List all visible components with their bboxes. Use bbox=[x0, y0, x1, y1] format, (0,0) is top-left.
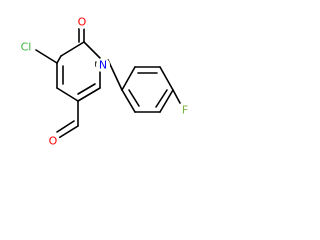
ring-carbonyl bbox=[78, 26, 85, 43]
fluorine-label: F bbox=[182, 104, 188, 117]
nitrogen-label: N bbox=[99, 59, 107, 72]
bond-ar4 bbox=[159, 89, 174, 113]
bond-c5-c6 bbox=[60, 41, 85, 57]
bond-ar3 bbox=[159, 66, 174, 91]
bond-c5-cl bbox=[35, 49, 58, 64]
bond-ar4-double bbox=[155, 89, 168, 108]
bond-c6-n1 bbox=[83, 41, 101, 59]
bond-c2-c3 bbox=[77, 87, 101, 102]
bond-c5-top bbox=[56, 55, 62, 64]
bond-ar6 bbox=[121, 89, 136, 113]
bond-ar6-double bbox=[128, 89, 140, 107]
bond-n-ch2 bbox=[107, 59, 123, 91]
bond-cho-o-double bbox=[56, 120, 75, 133]
bond-ar1 bbox=[121, 66, 136, 91]
bond-c2-c3-double bbox=[77, 83, 96, 95]
bond-c-f bbox=[172, 89, 181, 104]
bond-c3-c4 bbox=[56, 87, 79, 102]
fluorophenyl-ring bbox=[121, 66, 174, 113]
bond-cho-o bbox=[56, 125, 79, 140]
atom-labels: Cl O N F O bbox=[17, 15, 192, 148]
aldehyde-group bbox=[56, 100, 79, 140]
pyridinone-ring bbox=[56, 41, 101, 102]
ring-oxygen-label: O bbox=[78, 16, 87, 29]
chlorine-label: Cl bbox=[21, 41, 32, 54]
aldehyde-oxygen-label: O bbox=[49, 135, 58, 148]
molecule-structure: Cl O N F O bbox=[17, 15, 192, 148]
